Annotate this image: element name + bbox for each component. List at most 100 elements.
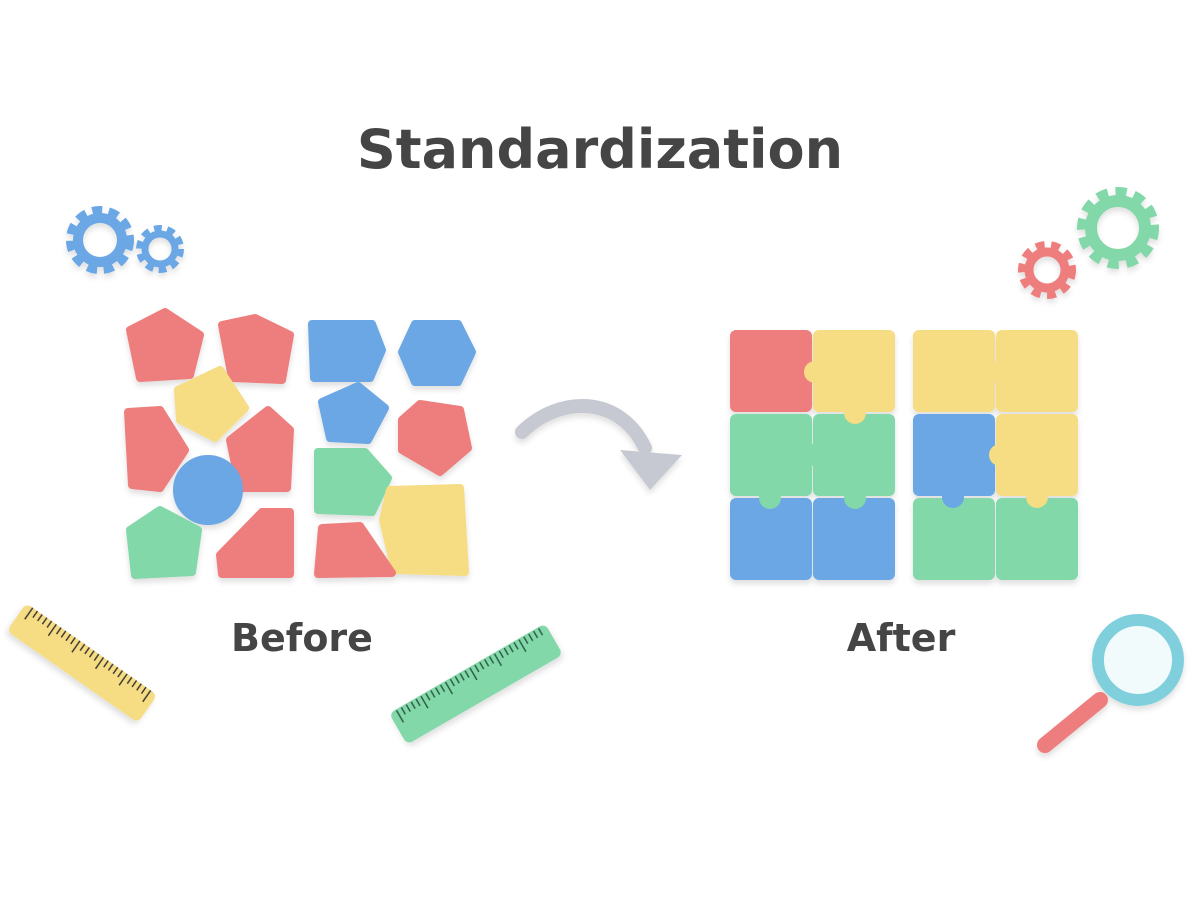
shape xyxy=(173,455,243,525)
ruler-tick xyxy=(112,666,119,675)
ruler-tick xyxy=(94,656,105,670)
puzzle-tab xyxy=(964,529,986,551)
ruler-tick xyxy=(425,692,431,701)
puzzle-tab xyxy=(801,444,823,466)
ruler-tick xyxy=(513,642,519,650)
ruler-tick xyxy=(71,640,81,653)
ruler-tick xyxy=(142,689,152,703)
puzzle-tab xyxy=(804,361,826,383)
puzzle-piece-icon xyxy=(913,330,995,412)
ruler-tick xyxy=(70,637,76,645)
ruler-tick xyxy=(60,630,67,638)
ruler-tick xyxy=(107,663,114,671)
ruler-tick xyxy=(528,633,534,642)
puzzle-piece-icon xyxy=(996,498,1078,580)
puzzle-piece-icon xyxy=(813,330,895,412)
shape xyxy=(218,314,294,384)
ruler-tick xyxy=(37,613,43,622)
puzzle-tab xyxy=(759,487,781,509)
puzzle-piece-icon xyxy=(730,498,812,580)
ruler-tick xyxy=(449,678,456,687)
gear-icon xyxy=(66,206,134,274)
shape xyxy=(379,484,469,576)
ruler-tick xyxy=(439,684,446,693)
ruler-tick xyxy=(532,630,539,639)
puzzle-piece-icon xyxy=(996,330,1078,412)
ruler-tick xyxy=(479,661,485,670)
ruler-tick xyxy=(430,690,436,698)
puzzle-piece-icon xyxy=(996,414,1078,496)
ruler-tick xyxy=(32,610,39,619)
ruler-icon xyxy=(9,605,155,721)
ruler-tick xyxy=(469,667,478,681)
ruler-tick xyxy=(140,686,147,695)
ruler-tick xyxy=(88,650,95,658)
ruler-tick xyxy=(136,683,142,691)
puzzle-piece-icon xyxy=(730,414,812,496)
puzzle-tab xyxy=(987,361,1009,383)
ruler-icon xyxy=(391,625,561,743)
ruler-tick xyxy=(131,680,138,688)
shape xyxy=(216,508,294,578)
ruler-tick xyxy=(435,687,441,695)
ruler-tick xyxy=(405,704,411,712)
puzzle-piece-icon xyxy=(913,498,995,580)
shape xyxy=(318,382,389,444)
irregular-shapes xyxy=(124,308,476,579)
shape xyxy=(398,320,476,386)
before-label: Before xyxy=(231,616,373,660)
puzzle-tab xyxy=(942,486,964,508)
shape xyxy=(126,308,204,382)
ruler-tick xyxy=(518,639,527,653)
ruler-tick xyxy=(523,636,529,645)
ruler-tick xyxy=(420,695,429,709)
ruler-tick xyxy=(55,627,62,635)
curved-arrow-icon xyxy=(515,399,682,490)
puzzle-tab xyxy=(844,402,866,424)
shape xyxy=(126,506,202,579)
ruler-tick xyxy=(79,643,86,652)
shape xyxy=(314,522,396,578)
shape xyxy=(174,366,249,442)
puzzle-tab xyxy=(844,487,866,509)
ruler-tick xyxy=(41,617,48,625)
ruler-tick xyxy=(118,673,128,686)
ruler-tick xyxy=(537,627,544,636)
shape xyxy=(308,320,386,382)
puzzle-grid xyxy=(730,330,1078,580)
puzzle-tab xyxy=(964,361,986,383)
ruler-tick xyxy=(84,646,91,655)
puzzle-piece-icon xyxy=(813,498,895,580)
ruler-tick xyxy=(493,653,503,667)
puzzle-piece-icon xyxy=(813,414,895,496)
magnifier-icon xyxy=(1037,614,1184,753)
puzzle-piece-icon xyxy=(913,414,995,496)
ruler-tick xyxy=(415,698,421,707)
ruler-tick xyxy=(400,707,407,715)
puzzle-tab xyxy=(989,444,1011,466)
ruler-tick xyxy=(24,607,34,620)
ruler-tick xyxy=(65,633,72,642)
ruler-tick xyxy=(498,650,504,659)
shape xyxy=(124,406,189,492)
ruler-tick xyxy=(410,701,416,710)
shape xyxy=(314,448,392,516)
ruler-tick xyxy=(103,660,109,668)
ruler-tick xyxy=(483,659,490,667)
puzzle-piece-icon xyxy=(730,330,812,412)
shape xyxy=(398,400,472,476)
ruler-tick xyxy=(459,673,465,681)
ruler-tick xyxy=(47,623,57,637)
ruler-tick xyxy=(444,681,454,695)
gear-icon xyxy=(136,225,184,273)
ruler-tick xyxy=(395,709,405,723)
ruler-tick xyxy=(464,670,470,678)
ruler-tick xyxy=(117,670,124,678)
ruler-tick xyxy=(474,664,480,673)
ruler-tick xyxy=(488,656,495,664)
after-label: After xyxy=(846,616,956,660)
puzzle-tab xyxy=(1026,486,1048,508)
ruler-tick xyxy=(454,675,460,684)
page-title: Standardization xyxy=(356,118,844,181)
